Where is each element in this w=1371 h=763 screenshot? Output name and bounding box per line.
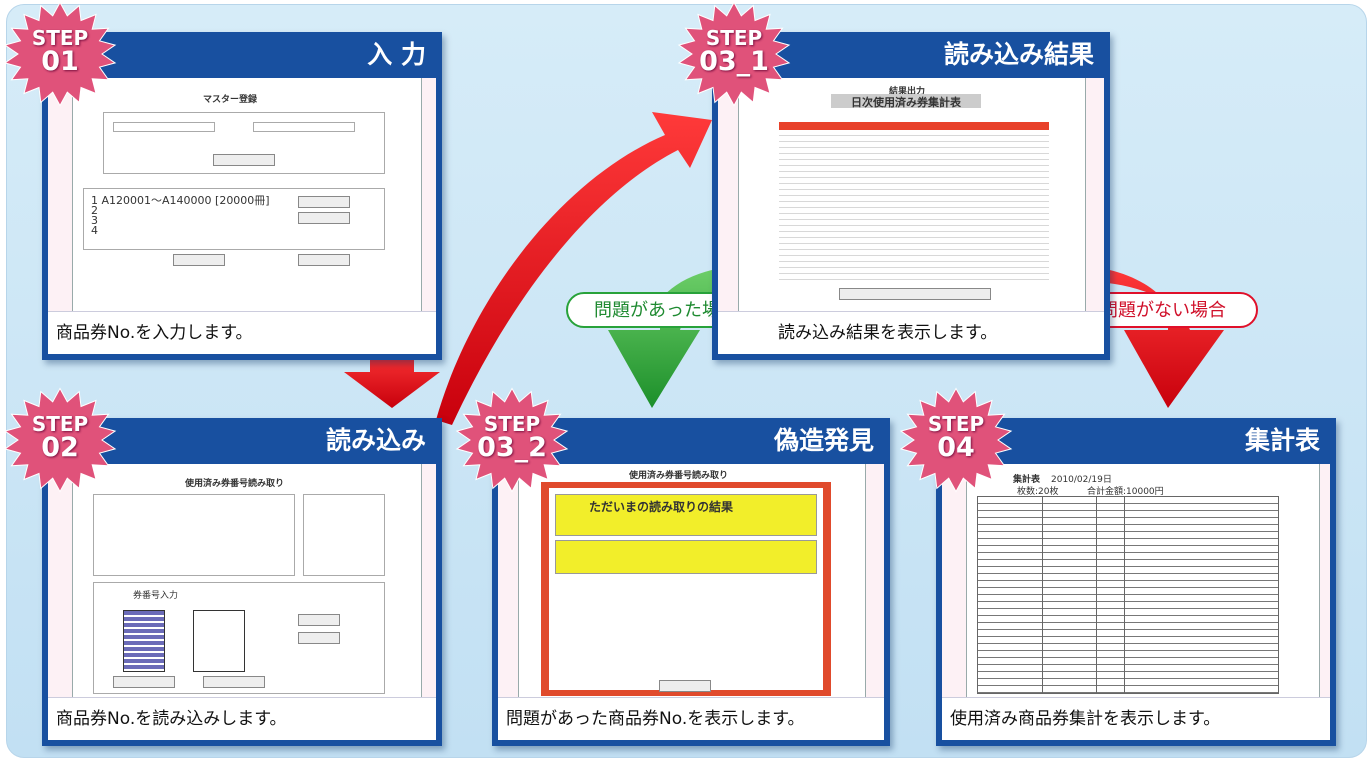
card-body: 使用済み券番号読み取り ただいまの読み取りの結果 問題があった商品券No.を表示… (498, 464, 884, 740)
screen-title: 集計表 (1013, 475, 1041, 485)
down-arrow-step1-step2 (344, 347, 440, 408)
curve-arrow-step2-step3 (436, 112, 712, 425)
step-badge-04: STEP 04 (894, 384, 1018, 496)
card-title: 入 力 (367, 40, 426, 69)
list-item: 3 (91, 214, 98, 227)
green-arrow-problem (608, 264, 775, 408)
step-card-03-1: 読み込み結果 結果出力 日次使用済み券集計表 読み込み結果を表示します。 (712, 32, 1110, 360)
title-bar (831, 94, 981, 108)
read-box (93, 494, 295, 576)
delete-button[interactable] (298, 212, 350, 224)
list-item: 2 (91, 204, 98, 217)
card-caption: 問題があった商品券No.を表示します。 (498, 697, 884, 740)
number-list[interactable] (123, 610, 165, 672)
card-body: 結果出力 日次使用済み券集計表 読み込み結果を表示します。 (718, 78, 1104, 354)
summary-table (977, 496, 1279, 694)
badge-number: 01 (41, 46, 79, 77)
master-form-box (103, 112, 385, 174)
menu-button[interactable] (173, 254, 225, 266)
screen-label: 結果出力 (889, 87, 926, 97)
card-caption: 商品券No.を読み込みします。 (48, 697, 436, 740)
badge-step-label: STEP (483, 412, 541, 436)
badge-number: 03_2 (477, 432, 547, 463)
red-arrow-no-problem (1048, 264, 1224, 408)
card-title: 集計表 (1244, 426, 1320, 455)
step-card-01: 入 力 マスター登録 1 A120001～A140000 [20000冊] 2 … (42, 32, 442, 360)
report-date: 2010/02/19日 (1051, 475, 1112, 485)
alert-box (555, 494, 817, 536)
bottom-button[interactable] (203, 676, 265, 688)
card-body: 集計表 2010/02/19日 枚数:20枚 合計金額:10000円 使用済み商… (942, 464, 1330, 740)
card-caption: 商品券No.を入力します。 (48, 311, 436, 354)
report-total: 合計金額:10000円 (1087, 487, 1164, 497)
badge-number: 03_1 (699, 46, 769, 77)
field-label: 券番号入力 (133, 591, 179, 601)
list-item: 4 (91, 224, 98, 237)
badge-number: 02 (41, 432, 79, 463)
step-badge-03-2: STEP 03_2 (450, 384, 574, 496)
screen-title: 日次使用済み券集計表 (851, 96, 961, 109)
side-box (303, 494, 385, 576)
register-button[interactable] (213, 154, 275, 166)
table-header (779, 122, 1049, 130)
screen-window: マスター登録 1 A120001～A140000 [20000冊] 2 3 4 (72, 78, 422, 312)
list-item: 1 A120001～A140000 [20000冊] (91, 194, 270, 207)
start-field[interactable] (113, 122, 215, 132)
screenshot-area: 結果出力 日次使用済み券集計表 (718, 78, 1104, 312)
step-badge-01: STEP 01 (0, 0, 122, 110)
screenshot-area: 使用済み券番号読み取り ただいまの読み取りの結果 (498, 464, 884, 698)
end-field[interactable] (253, 122, 355, 132)
close-button[interactable] (659, 680, 711, 692)
screen-window: 使用済み券番号読み取り ただいまの読み取りの結果 (518, 464, 866, 698)
side-button[interactable] (298, 632, 340, 644)
screen-title: 使用済み券番号読み取り (185, 479, 285, 489)
screenshot-area: マスター登録 1 A120001～A140000 [20000冊] 2 3 4 (48, 78, 436, 312)
card-title: 読み込み (325, 426, 426, 455)
badge-number: 04 (937, 432, 975, 463)
next-button[interactable] (298, 254, 350, 266)
step-card-03-2: 偽造発見 使用済み券番号読み取り ただいまの読み取りの結果 問題があった商品券N… (492, 418, 890, 746)
card-title: 偽造発見 (773, 426, 874, 455)
detail-box (555, 540, 817, 574)
edit-button[interactable] (298, 196, 350, 208)
card-body: 使用済み券番号読み取り 券番号入力 商品券No.を読み込みします。 (48, 464, 436, 740)
screenshot-area: 集計表 2010/02/19日 枚数:20枚 合計金額:10000円 (942, 464, 1330, 698)
step-card-04: 集計表 集計表 2010/02/19日 枚数:20枚 合計金額:10000円 使… (936, 418, 1336, 746)
screen-window: 結果出力 日次使用済み券集計表 (738, 78, 1086, 312)
step-card-02: 読み込み 使用済み券番号読み取り 券番号入力 商品券No.を読み込みします。 (42, 418, 442, 746)
step-badge-03-1: STEP 03_1 (672, 0, 796, 110)
card-caption: 使用済み商品券集計を表示します。 (942, 697, 1330, 740)
badge-step-label: STEP (927, 412, 985, 436)
side-button[interactable] (298, 614, 340, 626)
badge-step-label: STEP (705, 26, 763, 50)
report-count: 枚数:20枚 (1017, 487, 1059, 497)
input-box (93, 582, 385, 694)
screen-title: マスター登録 (203, 95, 258, 105)
result-table (779, 130, 1049, 280)
alert-title: ただいまの読み取りの結果 (589, 500, 734, 514)
bottom-button[interactable] (113, 676, 175, 688)
screenshot-area: 使用済み券番号読み取り 券番号入力 (48, 464, 436, 698)
step-badge-02: STEP 02 (0, 384, 122, 496)
screen-title: 使用済み券番号読み取り (629, 471, 729, 481)
screen-window: 集計表 2010/02/19日 枚数:20枚 合計金額:10000円 (966, 464, 1320, 698)
badge-step-label: STEP (31, 412, 89, 436)
screen-window: 使用済み券番号読み取り 券番号入力 (72, 464, 422, 698)
list-box (83, 188, 385, 250)
card-body: マスター登録 1 A120001～A140000 [20000冊] 2 3 4 … (48, 78, 436, 354)
problem-list[interactable] (193, 610, 245, 672)
card-title: 読み込み結果 (943, 40, 1094, 69)
action-buttons[interactable] (839, 288, 991, 300)
card-caption: 読み込み結果を表示します。 (718, 311, 1104, 354)
badge-step-label: STEP (31, 26, 89, 50)
